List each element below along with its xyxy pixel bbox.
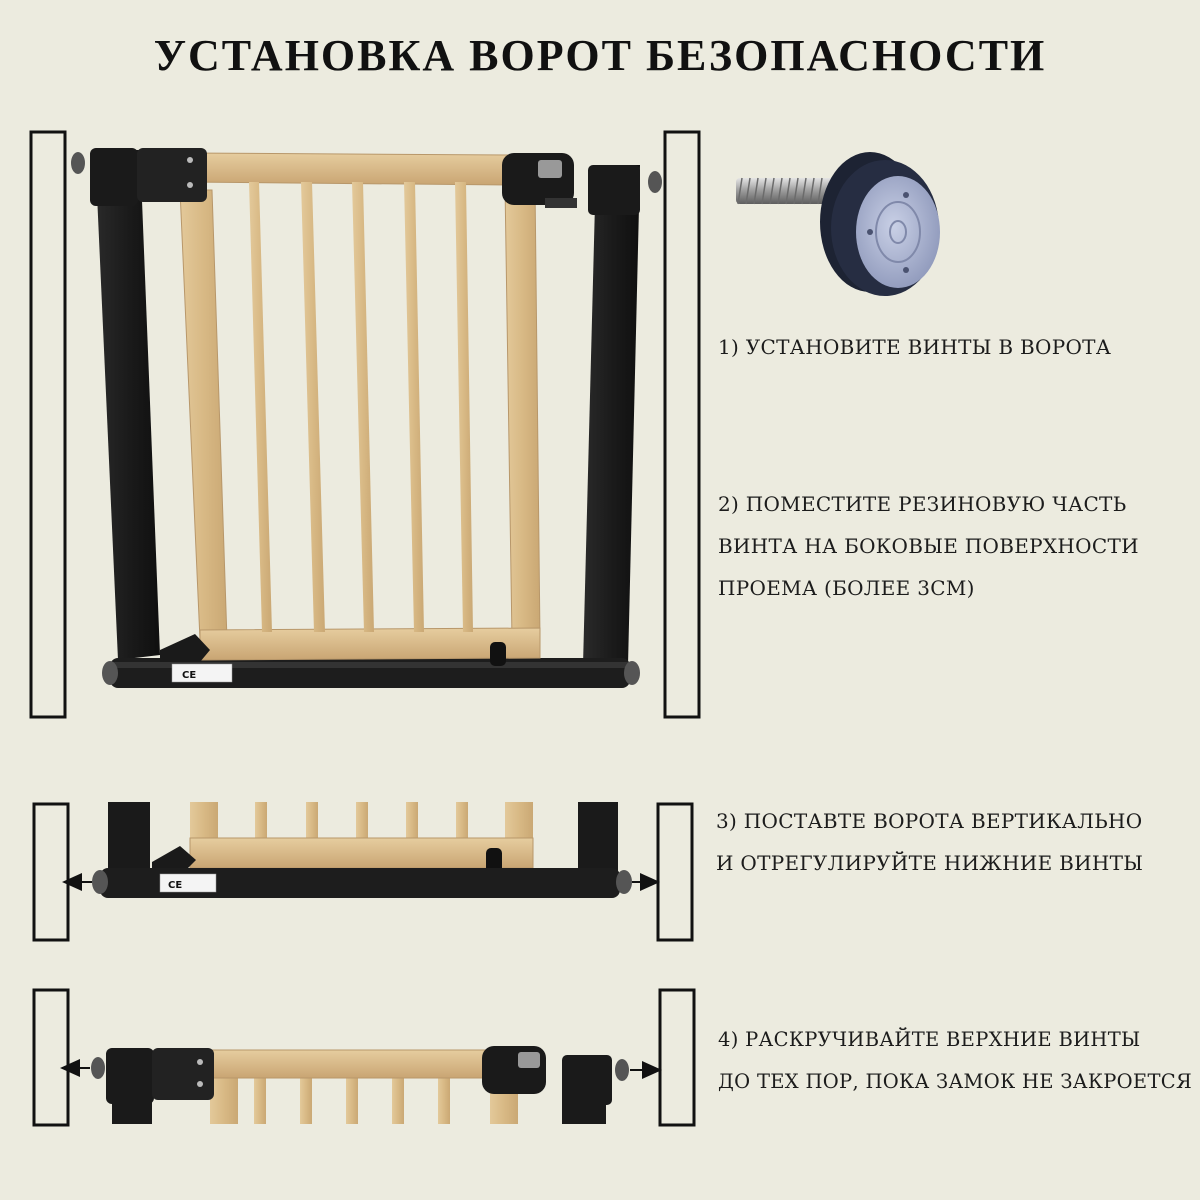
arrow-left-s3 [62,873,92,891]
ce-mark-s3: CE [168,880,182,891]
step-3: 3) ПОСТАВТЕ ВОРОТА ВЕРТИКАЛЬНО И ОТРЕГУЛ… [716,800,1143,884]
wall-post-left-s3 [32,802,70,942]
step-2-line-2: ВИНТА НА БОКОВЫЕ ПОВЕРХНОСТИ [718,534,1139,558]
step-2-line-3: ПРОЕМА (БОЛЕЕ 3СМ) [718,576,975,600]
ce-mark: CE [182,670,196,681]
step-1: 1) УСТАНОВИТЕ ВИНТЫ В ВОРОТА [718,326,1111,368]
step-2: 2) ПОМЕСТИТЕ РЕЗИНОВУЮ ЧАСТЬ ВИНТА НА БО… [718,483,1139,609]
step-4-line-2: ДО ТЕХ ПОР, ПОКА ЗАМОК НЕ ЗАКРОЕТСЯ [718,1070,1193,1093]
step-4: 4) РАСКРУЧИВАЙТЕ ВЕРХНИЕ ВИНТЫ ДО ТЕХ ПО… [718,1019,1192,1103]
step-1-line-1: 1) УСТАНОВИТЕ ВИНТЫ В ВОРОТА [718,335,1112,359]
step-3-line-1: 3) ПОСТАВТЕ ВОРОТА ВЕРТИКАЛЬНО [716,809,1143,833]
gate-main [71,148,662,688]
screw-knob-icon [736,152,940,296]
wall-post-right-s3 [656,802,694,942]
gate-top-detail [91,1046,629,1124]
arrow-right-s3 [632,873,660,891]
arrow-right-s4 [630,1061,662,1079]
step-2-line-1: 2) ПОМЕСТИТЕ РЕЗИНОВУЮ ЧАСТЬ [718,492,1127,516]
step-4-line-1: 4) РАСКРУЧИВАЙТЕ ВЕРХНИЕ ВИНТЫ [718,1028,1141,1051]
page-title: УСТАНОВКА ВОРОТ БЕЗОПАСНОСТИ [153,31,1047,80]
step-3-line-2: И ОТРЕГУЛИРУЙТЕ НИЖНИЕ ВИНТЫ [716,851,1144,875]
wall-post-left [29,130,67,719]
wall-post-right [663,130,701,719]
wall-post-left-s4 [32,988,70,1127]
gate-bottom-detail [92,802,632,898]
wall-post-right-s4 [658,988,696,1127]
arrow-left-s4 [60,1059,90,1077]
